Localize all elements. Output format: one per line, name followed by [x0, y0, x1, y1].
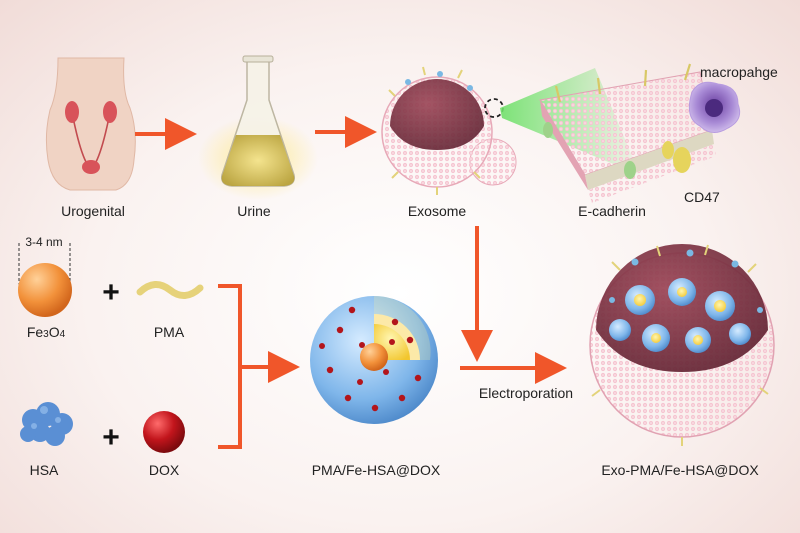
- urogenital-torso-illustration: [45, 57, 136, 191]
- label-urogenital: Urogenital: [61, 203, 125, 219]
- label-final-product: Exo-PMA/Fe-HSA@DOX: [601, 462, 759, 478]
- label-exosome: Exosome: [407, 203, 467, 219]
- dox-particle: [143, 411, 185, 453]
- urine-flask: [198, 55, 318, 200]
- label-pma: PMA: [153, 324, 185, 340]
- label-macrophage: macropahge: [700, 64, 778, 80]
- plus-sign-top: +: [102, 276, 120, 309]
- membrane-patch: [539, 63, 716, 203]
- exosome-vesicle: [381, 66, 517, 195]
- bladder: [82, 160, 100, 174]
- label-electroporation: Electroporation: [478, 385, 574, 401]
- plus-sign-bottom: +: [102, 421, 120, 454]
- fe3o4-particle: [18, 263, 72, 317]
- ecadherin-proteins: [554, 63, 692, 103]
- dox-dots: [319, 306, 422, 412]
- label-nanoparticle: PMA/Fe-HSA@DOX: [311, 462, 441, 478]
- pma-polymer: [136, 281, 204, 299]
- label-cd47: CD47: [684, 189, 720, 205]
- nanoparticle-cutaway: [310, 295, 438, 424]
- label-fe3o4: Fe3O4: [26, 324, 66, 340]
- iron-oxide-core: [360, 343, 388, 371]
- label-hsa: HSA: [29, 462, 59, 478]
- label-size: 3-4 nm: [25, 235, 63, 249]
- label-dox: DOX: [148, 462, 180, 478]
- cd47-proteins: [662, 141, 691, 173]
- loaded-nanoparticles: [609, 278, 751, 353]
- label-urine: Urine: [237, 203, 271, 219]
- engineered-exosome: [589, 244, 775, 446]
- combine-bracket: [218, 284, 242, 449]
- macrophage-cell: [688, 81, 741, 133]
- size-marker: [18, 243, 71, 285]
- left-kidney: [65, 101, 79, 123]
- right-kidney: [103, 101, 117, 123]
- label-ecadherin: E-cadherin: [578, 203, 646, 219]
